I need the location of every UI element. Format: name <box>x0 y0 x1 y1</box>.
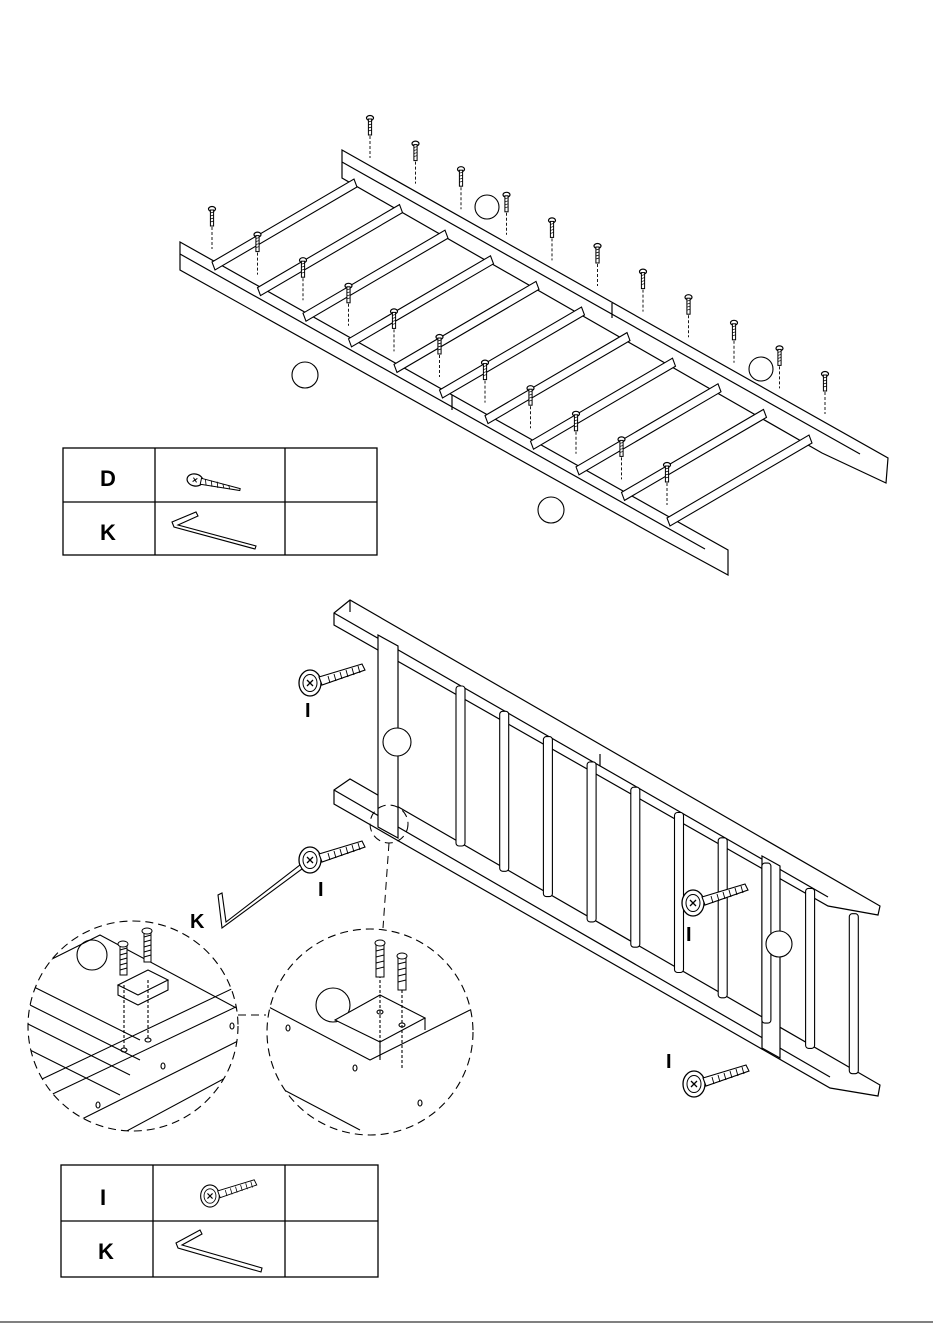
ladder-rung <box>212 179 357 270</box>
part-code: K <box>98 1239 114 1264</box>
step2-parts-table: I K <box>61 1165 378 1277</box>
ladder-rung <box>349 256 494 347</box>
detail-leaders <box>238 805 408 1015</box>
rail-post <box>675 813 684 973</box>
ladder-rung <box>303 230 448 321</box>
screw-d <box>503 192 510 235</box>
part-code: D <box>100 466 116 491</box>
screw-d <box>594 244 601 287</box>
key-callout: K <box>190 911 205 933</box>
step1-parts-table: D K <box>63 448 377 555</box>
screw-d <box>367 116 374 159</box>
rail-post <box>849 914 858 1074</box>
ladder-rung <box>622 409 767 500</box>
part-code: K <box>100 520 116 545</box>
screw-d <box>412 141 419 184</box>
rail-post <box>718 838 727 998</box>
ladder-rung <box>440 307 585 398</box>
bolt-callout: I <box>305 700 311 722</box>
rail-post <box>587 762 596 922</box>
screw-d <box>822 372 829 415</box>
rail-post <box>631 787 640 947</box>
rail-post <box>543 737 552 897</box>
screw-d <box>685 295 692 338</box>
detail-right <box>265 929 473 1135</box>
rail-post <box>456 686 465 846</box>
bolt-callout: I <box>666 1051 672 1073</box>
screw-d <box>731 320 738 363</box>
screw-d <box>640 269 647 312</box>
screw-d <box>549 218 556 261</box>
allen-key-icon <box>218 865 302 928</box>
rail-post <box>500 711 509 871</box>
ladder-rung <box>576 384 721 475</box>
ladder-rung <box>667 435 812 526</box>
ladder-rung <box>258 205 403 296</box>
bolt-callout: I <box>318 879 324 901</box>
ladder-rung <box>394 281 539 372</box>
part-code: I <box>100 1185 106 1210</box>
detail-left <box>20 921 240 1140</box>
bolt-callout: I <box>686 924 692 946</box>
ladder-rung <box>531 358 676 449</box>
screw-d <box>776 346 783 389</box>
screw-d <box>458 167 465 210</box>
ladder-rung <box>485 333 630 424</box>
screw-d <box>209 207 216 250</box>
rail-post <box>806 888 815 1048</box>
